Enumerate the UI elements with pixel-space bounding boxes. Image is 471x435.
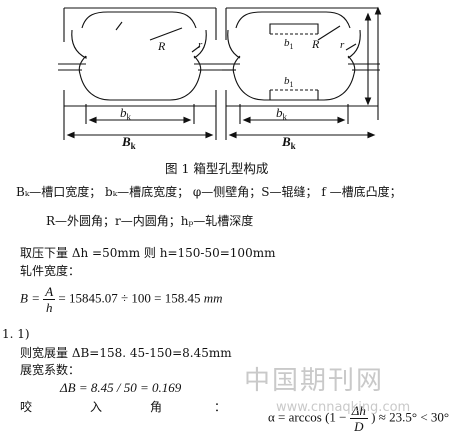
label-b1-top: b1 xyxy=(284,37,294,51)
label-bk-right: bk xyxy=(276,105,288,122)
fraction-A-over-h: A h xyxy=(43,284,56,315)
bite-char-2: 入 xyxy=(90,400,103,414)
width-label: 轧件宽度： xyxy=(20,264,81,278)
equation-alpha: α = arccos (1 − Δh D ) ≈ 23.5° < 30° xyxy=(268,403,450,434)
reduction-text: 取压下量 Δh =50mm 则 h=150-50=100mm xyxy=(20,246,276,260)
left-pass-diagram xyxy=(58,7,222,140)
legend-line-2: R—外圆角；r—内圆角；hₚ—轧槽深度 xyxy=(46,214,254,228)
label-r-right: r xyxy=(340,39,345,51)
label-bk-left: bk xyxy=(120,105,132,122)
section-number: 1. 1) xyxy=(2,327,30,341)
spread-text: 则宽展量 ΔB=158. 45-150=8.45mm xyxy=(20,346,232,360)
label-Bk-right: Bk xyxy=(281,134,296,151)
label-R-left: R xyxy=(157,39,166,53)
bite-char-1: 咬 xyxy=(20,400,33,414)
figure-caption: 图 1 箱型孔型构成 xyxy=(165,161,269,176)
fraction-dh-over-D: Δh D xyxy=(349,403,368,434)
equation-B: B = A h = 15845.07 ÷ 100 = 158.45 mm xyxy=(20,284,223,315)
bite-char-3: 角 xyxy=(150,400,163,414)
label-r-left: r xyxy=(198,39,203,51)
label-R-right: R xyxy=(311,37,320,51)
watermark-url: www.cnnaqking.com xyxy=(276,400,411,415)
label-Bk-left: Bk xyxy=(121,134,136,151)
right-pass-diagram xyxy=(222,6,382,140)
equation-coefficient: ΔB = 8.45 / 50 = 0.169 xyxy=(60,380,182,395)
legend-line-1: Bₖ—槽口宽度； bₖ—槽底宽度； φ—侧壁角；S—辊缝； f —槽底凸度； xyxy=(16,185,402,199)
coef-label: 展宽系数： xyxy=(20,363,81,377)
bite-char-4: ： xyxy=(214,400,227,414)
watermark-cn: 中国期刊网 xyxy=(244,366,385,396)
label-b1-bottom: b1 xyxy=(284,75,294,89)
box-pass-figure: R r bk Bk R r b1 b1 bk Bk xyxy=(58,6,382,151)
